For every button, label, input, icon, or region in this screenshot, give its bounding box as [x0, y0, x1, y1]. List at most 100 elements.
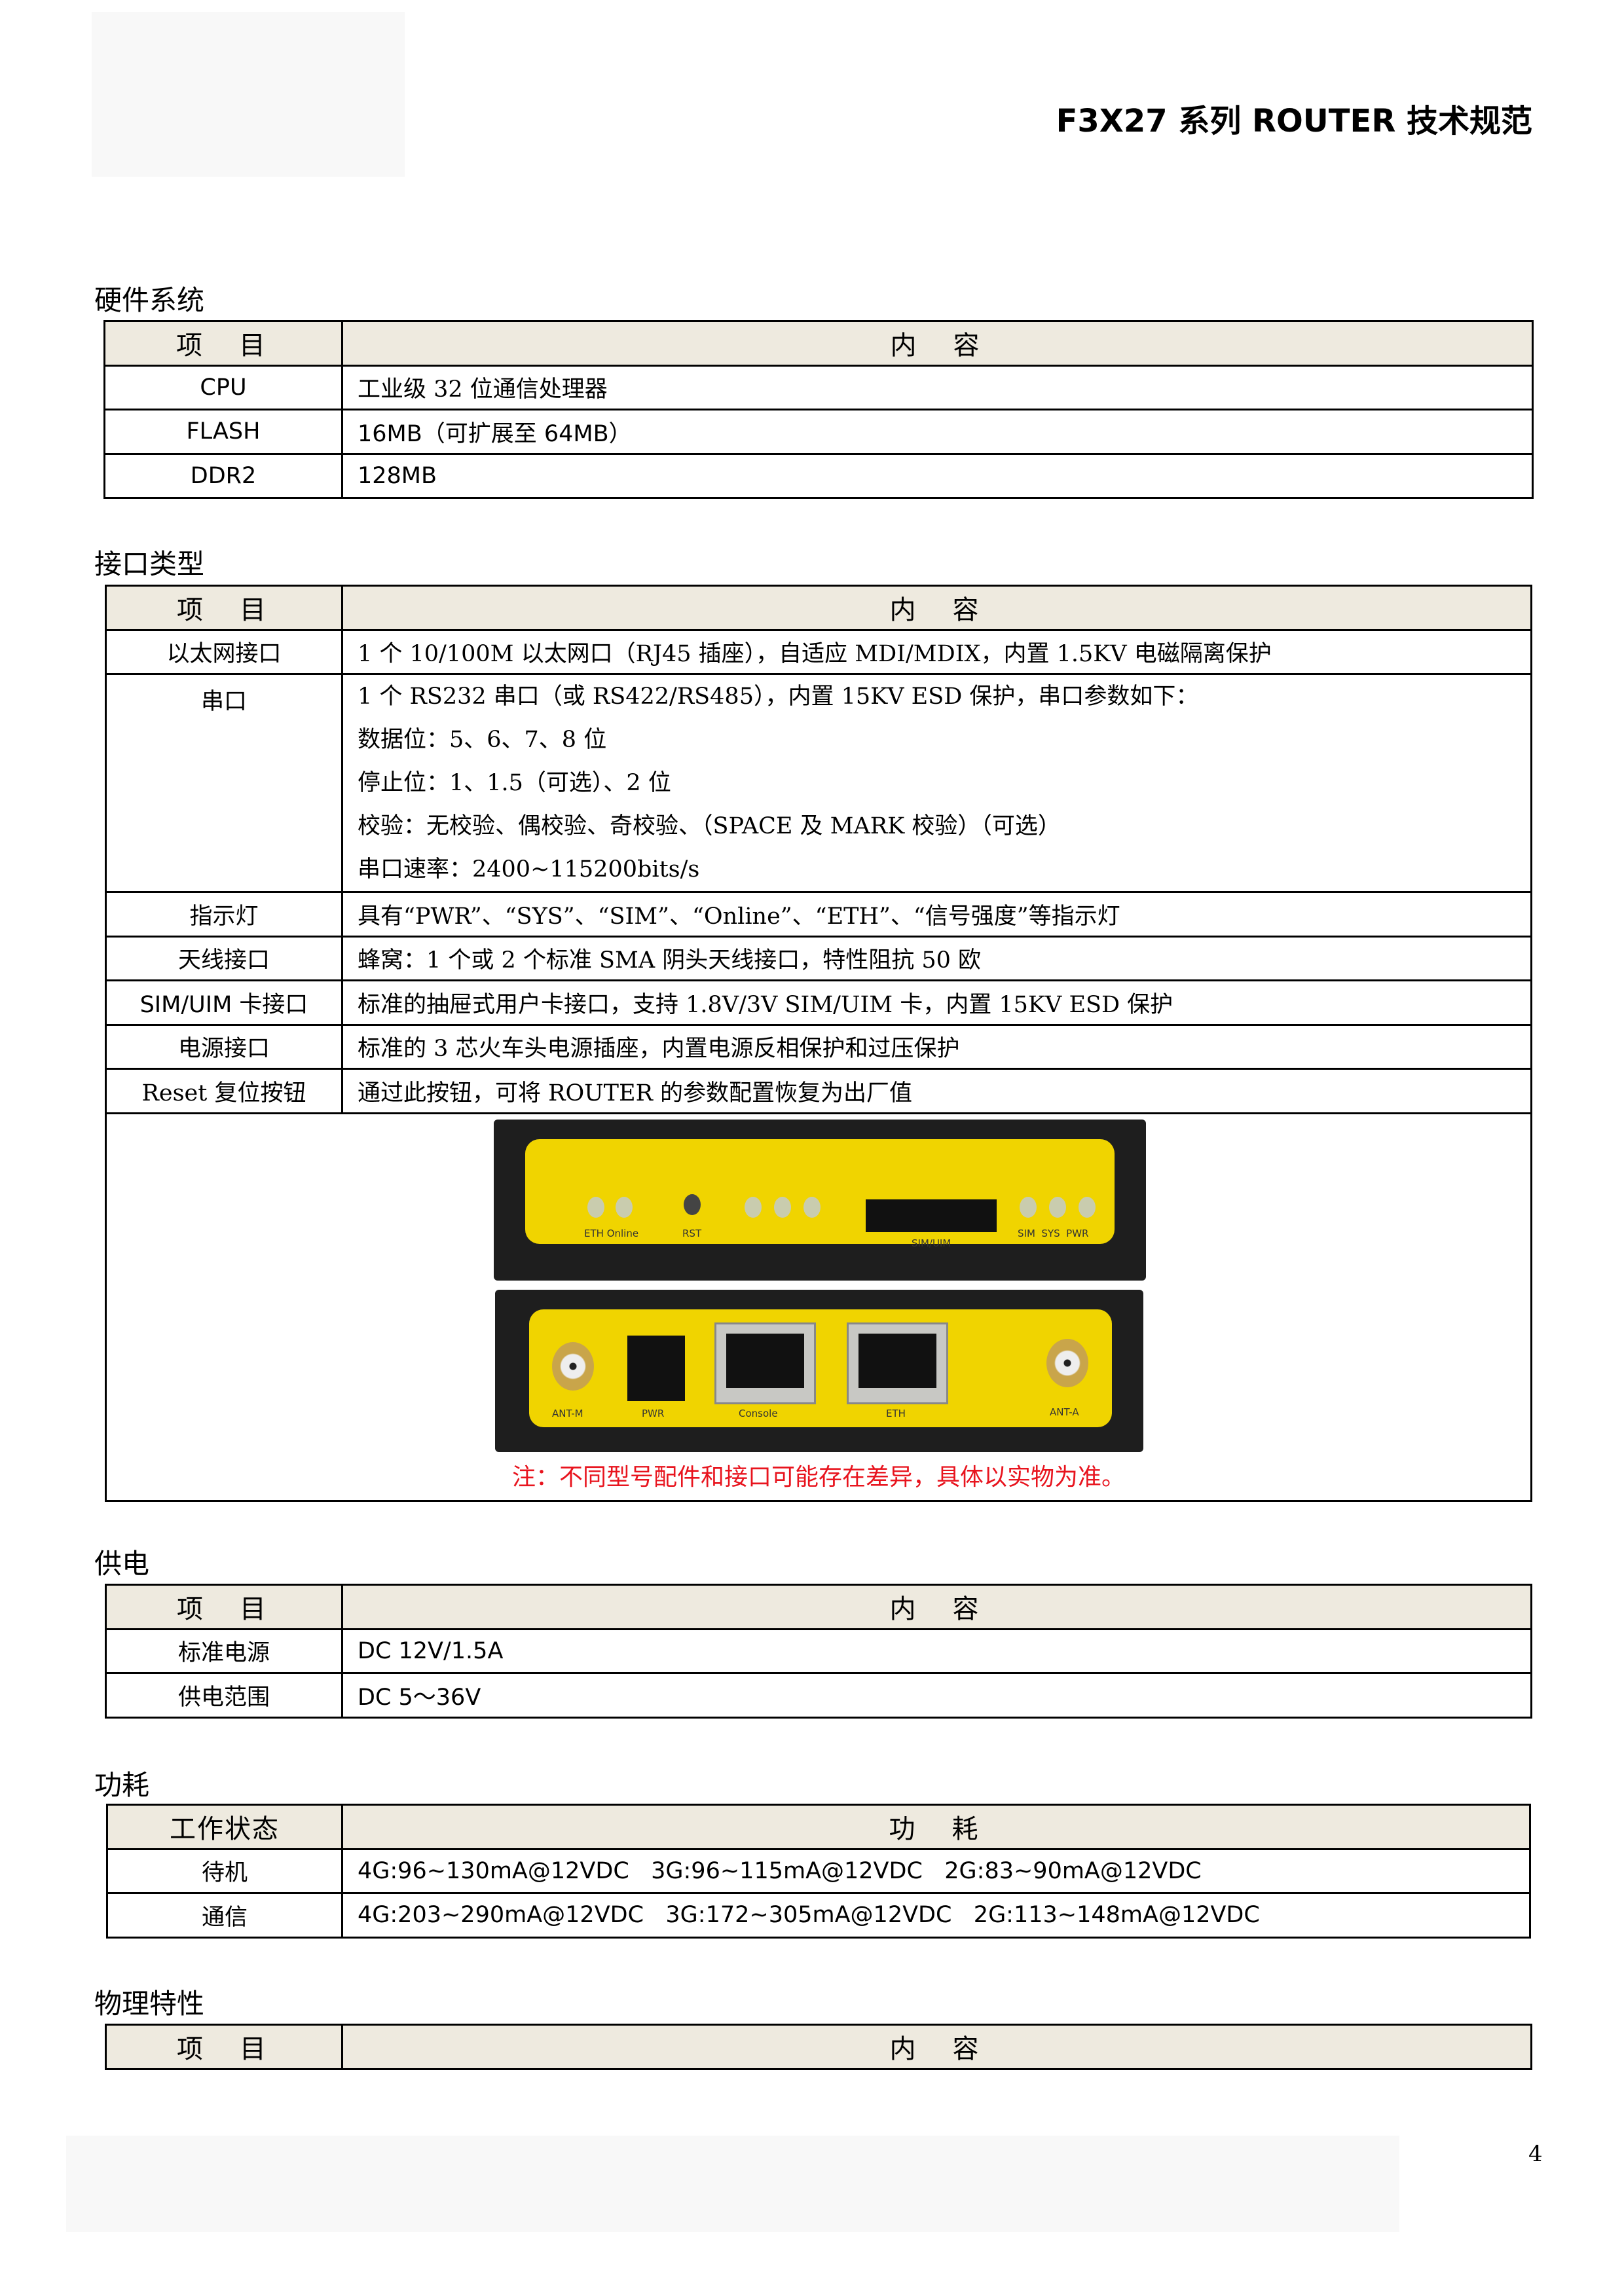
col-header-content: 内 容	[341, 2024, 1532, 2070]
col-header-content: 内 容	[341, 585, 1532, 631]
col-header-item: 项 目	[105, 1584, 343, 1630]
label-rst: RST	[682, 1227, 702, 1239]
led-icon	[1049, 1196, 1066, 1218]
col-header-state: 工作状态	[106, 1804, 343, 1850]
col-header-item: 项 目	[105, 2024, 343, 2070]
row-label: 天线接口	[105, 935, 343, 981]
page-number: 4	[1528, 2141, 1543, 2167]
table-row: Reset 复位按钮通过此按钮，可将 ROUTER 的参数配置恢复为出厂值	[105, 1068, 1532, 1114]
row-label: Reset 复位按钮	[105, 1068, 343, 1114]
row-value: 4G:203~290mA@12VDC 3G:172~305mA@12VDC 2G…	[341, 1892, 1531, 1939]
row-label: 供电范围	[105, 1672, 343, 1719]
reset-button-icon	[684, 1194, 701, 1215]
device-back-panel: ANT-M PWR Console ETH ANT-A	[495, 1289, 1143, 1452]
row-label: 以太网接口	[105, 629, 343, 675]
led-icon	[1020, 1196, 1037, 1218]
col-header-item: 项 目	[103, 320, 343, 367]
row-label: SIM/UIM 卡接口	[105, 979, 343, 1026]
logo-placeholder	[92, 12, 405, 177]
serial-line: 1 个 RS232 串口（或 RS422/RS485），内置 15KV ESD …	[358, 683, 1199, 710]
section-title-power: 供电	[94, 1548, 150, 1580]
console-port-icon	[714, 1322, 816, 1404]
footer-placeholder	[66, 2136, 1399, 2232]
label-ant-m: ANT-M	[552, 1407, 583, 1419]
row-label: CPU	[103, 364, 343, 410]
serial-line: 串口速率：2400~115200bits/s	[358, 856, 700, 883]
label-eth-online: ETH Online	[584, 1227, 639, 1239]
col-header-content: 内 容	[341, 1584, 1532, 1630]
row-value: 4G:96~130mA@12VDC 3G:96~115mA@12VDC 2G:8…	[341, 1848, 1531, 1894]
row-label: 串口	[105, 673, 343, 893]
device-note: 注：不同型号配件和接口可能存在差异，具体以实物为准。	[511, 1463, 1125, 1491]
led-icon	[774, 1196, 791, 1218]
table-row: 天线接口蜂窝：1 个或 2 个标准 SMA 阴头天线接口，特性阻抗 50 欧	[105, 935, 1532, 981]
antenna-connector-icon	[1046, 1338, 1088, 1387]
col-header-content: 内 容	[341, 320, 1534, 367]
row-value: 16MB（可扩展至 64MB）	[341, 409, 1534, 455]
led-icon	[803, 1196, 821, 1218]
row-value: 128MB	[341, 452, 1534, 499]
row-value: 1 个 10/100M 以太网口（RJ45 插座），自适应 MDI/MDIX，内…	[341, 629, 1532, 675]
section-title-physical: 物理特性	[94, 1988, 205, 2020]
section-title-consumption: 功耗	[94, 1769, 150, 1801]
sim-slot-icon	[866, 1199, 997, 1232]
row-value: DC 12V/1.5A	[341, 1628, 1532, 1674]
label-sim-uim: SIM/UIM	[912, 1237, 951, 1249]
back-faceplate: ANT-M PWR Console ETH ANT-A	[529, 1309, 1112, 1427]
row-value: 具有“PWR”、“SYS”、“SIM”、“Online”、“ETH”、“信号强度…	[341, 891, 1532, 938]
device-front-panel: ETH Online RST SIM/UIM SIM SYS PWR	[494, 1119, 1146, 1281]
row-label: DDR2	[103, 452, 343, 499]
led-icon	[1079, 1196, 1096, 1218]
label-sim-sys-pwr: SIM SYS PWR	[1018, 1227, 1089, 1239]
row-label: FLASH	[103, 409, 343, 455]
col-header-consumption: 功 耗	[341, 1804, 1531, 1850]
label-ant-a: ANT-A	[1050, 1406, 1079, 1418]
label-eth: ETH	[886, 1407, 906, 1419]
row-value: 通过此按钮，可将 ROUTER 的参数配置恢复为出厂值	[341, 1068, 1532, 1114]
led-icon	[616, 1196, 633, 1218]
col-header-item: 项 目	[105, 585, 343, 631]
table-row: 电源接口标准的 3 芯火车头电源插座，内置电源反相保护和过压保护	[105, 1023, 1532, 1070]
section-title-interfaces: 接口类型	[94, 548, 205, 580]
serial-line: 数据位：5、6、7、8 位	[358, 727, 607, 753]
row-label: 标准电源	[105, 1628, 343, 1674]
label-pwr: PWR	[642, 1407, 665, 1419]
row-value: 标准的 3 芯火车头电源插座，内置电源反相保护和过压保护	[341, 1023, 1532, 1070]
physical-table: 项 目内 容	[105, 2024, 1532, 2070]
serial-line: 校验：无校验、偶校验、奇校验、（SPACE 及 MARK 校验）（可选）	[358, 813, 1061, 839]
led-icon	[587, 1196, 604, 1218]
row-label: 通信	[106, 1892, 343, 1939]
row-label: 指示灯	[105, 891, 343, 938]
table-row: 指示灯具有“PWR”、“SYS”、“SIM”、“Online”、“ETH”、“信…	[105, 891, 1532, 938]
section-title-hardware: 硬件系统	[94, 284, 205, 316]
row-value: DC 5～36V	[341, 1672, 1532, 1719]
document-title: F3X27 系列 ROUTER 技术规范	[1056, 103, 1532, 139]
serial-line: 停止位：1、1.5（可选）、2 位	[358, 770, 671, 796]
antenna-connector-icon	[552, 1341, 594, 1391]
row-value: 工业级 32 位通信处理器	[341, 364, 1534, 410]
power-jack-icon	[627, 1335, 685, 1401]
front-faceplate: ETH Online RST SIM/UIM SIM SYS PWR	[525, 1139, 1115, 1249]
led-icon	[745, 1196, 762, 1218]
table-row: 串口 1 个 RS232 串口（或 RS422/RS485），内置 15KV E…	[105, 673, 1532, 893]
table-row: SIM/UIM 卡接口标准的抽屉式用户卡接口，支持 1.8V/3V SIM/UI…	[105, 979, 1532, 1026]
row-label: 待机	[106, 1848, 343, 1894]
row-label: 电源接口	[105, 1023, 343, 1070]
device-image-cell: ETH Online RST SIM/UIM SIM SYS PWR ANT-M…	[105, 1112, 1532, 1502]
row-value: 蜂窝：1 个或 2 个标准 SMA 阴头天线接口，特性阻抗 50 欧	[341, 935, 1532, 981]
row-value: 标准的抽屉式用户卡接口，支持 1.8V/3V SIM/UIM 卡，内置 15KV…	[341, 979, 1532, 1026]
eth-port-icon	[847, 1322, 948, 1404]
label-console: Console	[739, 1407, 778, 1419]
